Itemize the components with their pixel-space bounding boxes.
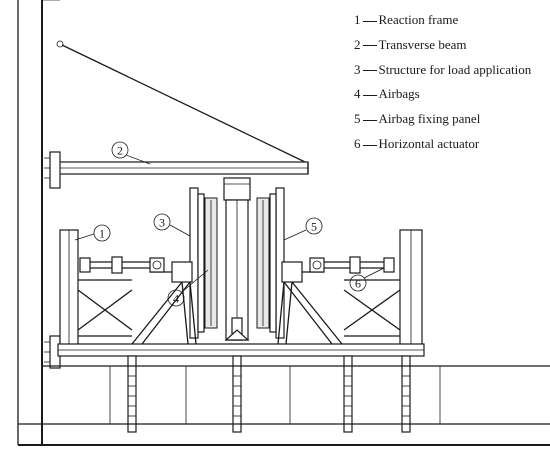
- legend-number: 6: [354, 135, 361, 151]
- legend-dash: [362, 70, 377, 72]
- legend-label: Airbags: [378, 86, 420, 102]
- legend-dash: [362, 144, 377, 146]
- callout-1: 1: [74, 224, 111, 242]
- legend-dash: [362, 20, 377, 22]
- left-airbag-assembly: [189, 187, 218, 339]
- callout-6-number: 6: [355, 277, 361, 291]
- legend-label: Reaction frame: [378, 12, 459, 27]
- legend-number: 2: [354, 36, 361, 52]
- legend-dash: [362, 45, 377, 47]
- legend-item-5: 5 Airbag fixing panel: [354, 107, 531, 132]
- wall-clamps: [44, 151, 61, 369]
- callout-4: 4: [167, 269, 209, 307]
- legend-label: Airbag fixing panel: [378, 111, 481, 127]
- callout-2: 2: [111, 141, 151, 165]
- reaction-frame-column: [17, 0, 60, 445]
- legend-number: 3: [354, 61, 361, 77]
- anchor-bolts: [127, 355, 411, 433]
- right-airbag-assembly: [256, 187, 285, 339]
- callout-3-number: 3: [159, 216, 165, 230]
- legend-item-4: 4 Airbags: [354, 82, 531, 107]
- tie-rod: [56, 40, 306, 163]
- callout-3: 3: [153, 213, 191, 237]
- base-beam: [57, 343, 425, 357]
- right-actuator: [309, 256, 395, 274]
- legend-number: 4: [354, 86, 361, 102]
- left-actuator: [79, 256, 165, 274]
- right-reaction-frame: [343, 229, 423, 349]
- legend-item-6: 6 Horizontal actuator: [354, 132, 531, 157]
- callout-4-number: 4: [173, 292, 179, 306]
- legend-dash: [362, 119, 377, 121]
- right-load-structure: [277, 261, 343, 345]
- legend-label: Structure for load application: [378, 61, 532, 77]
- left-load-structure: [131, 261, 197, 345]
- callout-5: 5: [283, 217, 323, 241]
- legend-number: 1: [354, 12, 361, 27]
- legend-item-2: 2 Transverse beam: [354, 33, 531, 58]
- legend-label: Transverse beam: [378, 36, 467, 52]
- center-column: [223, 177, 251, 341]
- transverse-beam: [57, 161, 309, 175]
- callout-6: 6: [349, 267, 385, 292]
- legend-number: 5: [354, 111, 361, 127]
- legend: 1 Reaction frame 2 Transverse beam 3 Struct…: [354, 8, 531, 157]
- legend-item-3: 3 Structure for load application: [354, 58, 531, 83]
- legend-dash: [362, 94, 377, 96]
- left-reaction-frame: [59, 229, 133, 349]
- legend-label: Horizontal actuator: [378, 135, 480, 151]
- callout-2-number: 2: [117, 144, 123, 158]
- foundation: [17, 365, 550, 446]
- legend-item-1: 1 Reaction frame: [354, 8, 531, 33]
- callout-1-number: 1: [99, 227, 105, 241]
- callout-5-number: 5: [311, 220, 317, 234]
